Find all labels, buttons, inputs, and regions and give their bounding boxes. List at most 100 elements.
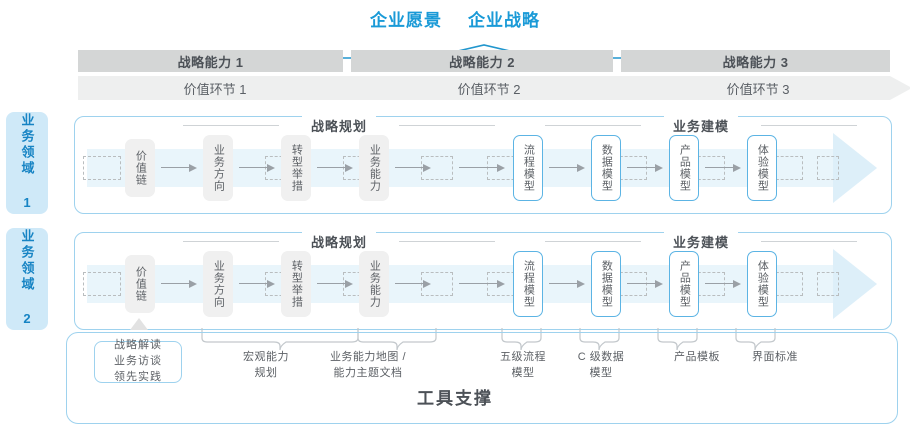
value-arrow-shape-1 <box>78 76 374 100</box>
dashed-placeholder-start-1 <box>83 156 121 180</box>
node-value-chain-1[interactable]: 价值链 <box>125 139 155 197</box>
node-label: 流程模型 <box>522 144 535 192</box>
capability-bar-3[interactable]: 战略能力 3 <box>621 50 890 72</box>
node-data-model-1[interactable]: 数据模型 <box>591 135 621 201</box>
upward-arrow-icon <box>130 318 148 330</box>
node-process-model-1[interactable]: 流程模型 <box>513 135 543 201</box>
node-label: 业务能力 <box>368 260 381 308</box>
value-segment-1[interactable]: 价值环节 1 <box>183 81 247 97</box>
header-rule-left-1b <box>183 241 279 242</box>
capability-bars: 战略能力 1 战略能力 2 战略能力 3 <box>0 50 910 72</box>
tool-item-line-2: 模型 <box>511 366 535 379</box>
node-label: 产品模型 <box>678 260 691 308</box>
node-label: 体验模型 <box>756 144 769 192</box>
tool-support-title: 工具支撑 <box>417 389 493 408</box>
header-rule-left-1 <box>183 125 279 126</box>
tool-item-c-level-data: C 级数据 模型 <box>546 350 656 382</box>
tool-item-macro-capability: 宏观能力 规划 <box>208 350 324 382</box>
tool-item-ui-standard: 界面标准 <box>720 350 830 366</box>
domain-row-1: 战略规划 业务建模 价值链 业务方向 转型举措 业务能力 流程模型 数据模型 产… <box>74 116 892 214</box>
tool-item-product-template: 产品模板 <box>642 350 752 366</box>
node-label: 价值链 <box>134 150 147 186</box>
node-product-model-2[interactable]: 产品模型 <box>669 251 699 317</box>
node-business-capability-1[interactable]: 业务能力 <box>359 135 389 201</box>
node-data-model-2[interactable]: 数据模型 <box>591 251 621 317</box>
node-label: 业务方向 <box>212 144 225 192</box>
arrow-1-4 <box>395 163 431 172</box>
arrow-1-8 <box>705 163 741 172</box>
tool-item-line-1: C 级数据 <box>577 351 625 363</box>
tool-item-capability-map: 业务能力地图 / 能力主题文档 <box>300 350 436 382</box>
header-rule-right-1 <box>545 125 641 126</box>
node-experience-model-1[interactable]: 体验模型 <box>747 135 777 201</box>
section-header-right-2: 业务建模 <box>663 232 739 251</box>
node-value-chain-2[interactable]: 价值链 <box>125 255 155 313</box>
node-label: 业务能力 <box>368 144 381 192</box>
tool-item-line-1: 界面标准 <box>752 351 798 363</box>
header-rule-right-2 <box>761 125 857 126</box>
arrow-2-3 <box>317 279 353 288</box>
arrow-1-3 <box>317 163 353 172</box>
node-label: 转型举措 <box>290 260 303 308</box>
tool-item-line-1: 宏观能力 <box>243 351 289 363</box>
section-header-left-1: 战略规划 <box>301 116 377 135</box>
header-rule-right-2b <box>761 241 857 242</box>
tool-chip-line-2: 业务访谈 <box>114 355 162 368</box>
node-label: 数据模型 <box>600 260 613 308</box>
tool-item-line-2: 能力主题文档 <box>333 366 403 379</box>
node-label: 转型举措 <box>290 144 303 192</box>
arrow-2-5 <box>459 279 505 288</box>
tool-chip-line-3: 领先实践 <box>114 370 162 383</box>
tool-chip-strategy[interactable]: 战略解读 业务访谈 领先实践 <box>94 339 182 383</box>
capability-bar-2[interactable]: 战略能力 2 <box>351 50 613 72</box>
tool-item-line-1: 产品模板 <box>674 351 720 363</box>
flow-band-arrowhead-2 <box>833 249 877 319</box>
dashed-placeholder-end-2 <box>817 272 839 296</box>
tool-support-box <box>66 332 898 424</box>
domain-row-2: 战略规划 业务建模 价值链 业务方向 转型举措 业务能力 流程模型 数据模型 产… <box>74 232 892 330</box>
connector-braces <box>201 328 776 351</box>
value-segment-3[interactable]: 价值环节 3 <box>726 81 790 97</box>
tool-chip-line-1: 战略解读 <box>114 339 162 352</box>
sidebar-item-domain-2[interactable]: 业务领域 2 <box>6 228 48 330</box>
dashed-placeholder-end-1 <box>817 156 839 180</box>
capability-bar-1[interactable]: 战略能力 1 <box>78 50 343 72</box>
arrow-2-2 <box>239 279 275 288</box>
tool-item-line-1: 业务能力地图 / <box>329 351 407 363</box>
arrow-1-6 <box>549 163 585 172</box>
value-arrow-shape-3 <box>626 76 910 100</box>
title-enterprise-vision: 企业愿景 <box>370 11 442 30</box>
top-titles: 企业愿景 企业战略 <box>0 6 910 32</box>
arrow-2-6 <box>549 279 585 288</box>
arrow-2-4 <box>395 279 431 288</box>
domain-1-label: 业务领域 1 <box>19 113 35 213</box>
node-label: 数据模型 <box>600 144 613 192</box>
node-experience-model-2[interactable]: 体验模型 <box>747 251 777 317</box>
flow-band-arrowhead-1 <box>833 133 877 203</box>
node-label: 业务方向 <box>212 260 225 308</box>
arrow-1-5 <box>459 163 505 172</box>
domain-2-label: 业务领域 2 <box>19 229 35 329</box>
node-label: 产品模型 <box>678 144 691 192</box>
value-arrow-shape-2 <box>352 76 648 100</box>
node-business-capability-2[interactable]: 业务能力 <box>359 251 389 317</box>
arrow-2-7 <box>627 279 663 288</box>
value-segment-2[interactable]: 价值环节 2 <box>457 81 521 97</box>
node-label: 价值链 <box>134 266 147 302</box>
header-rule-right-1b <box>545 241 641 242</box>
tool-item-line-2: 模型 <box>589 366 613 379</box>
node-transformation-initiative-1[interactable]: 转型举措 <box>281 135 311 201</box>
arrow-2-1 <box>161 279 197 288</box>
value-segment-arrows: 价值环节 1 价值环节 2 价值环节 3 <box>0 76 910 100</box>
node-transformation-initiative-2[interactable]: 转型举措 <box>281 251 311 317</box>
node-product-model-1[interactable]: 产品模型 <box>669 135 699 201</box>
section-header-left-2: 战略规划 <box>301 232 377 251</box>
node-process-model-2[interactable]: 流程模型 <box>513 251 543 317</box>
arrow-1-2 <box>239 163 275 172</box>
tool-item-five-level-process: 五级流程 模型 <box>468 350 578 382</box>
title-enterprise-strategy: 企业战略 <box>468 11 540 30</box>
node-business-direction-2[interactable]: 业务方向 <box>203 251 233 317</box>
node-business-direction-1[interactable]: 业务方向 <box>203 135 233 201</box>
sidebar-item-domain-1[interactable]: 业务领域 1 <box>6 112 48 214</box>
